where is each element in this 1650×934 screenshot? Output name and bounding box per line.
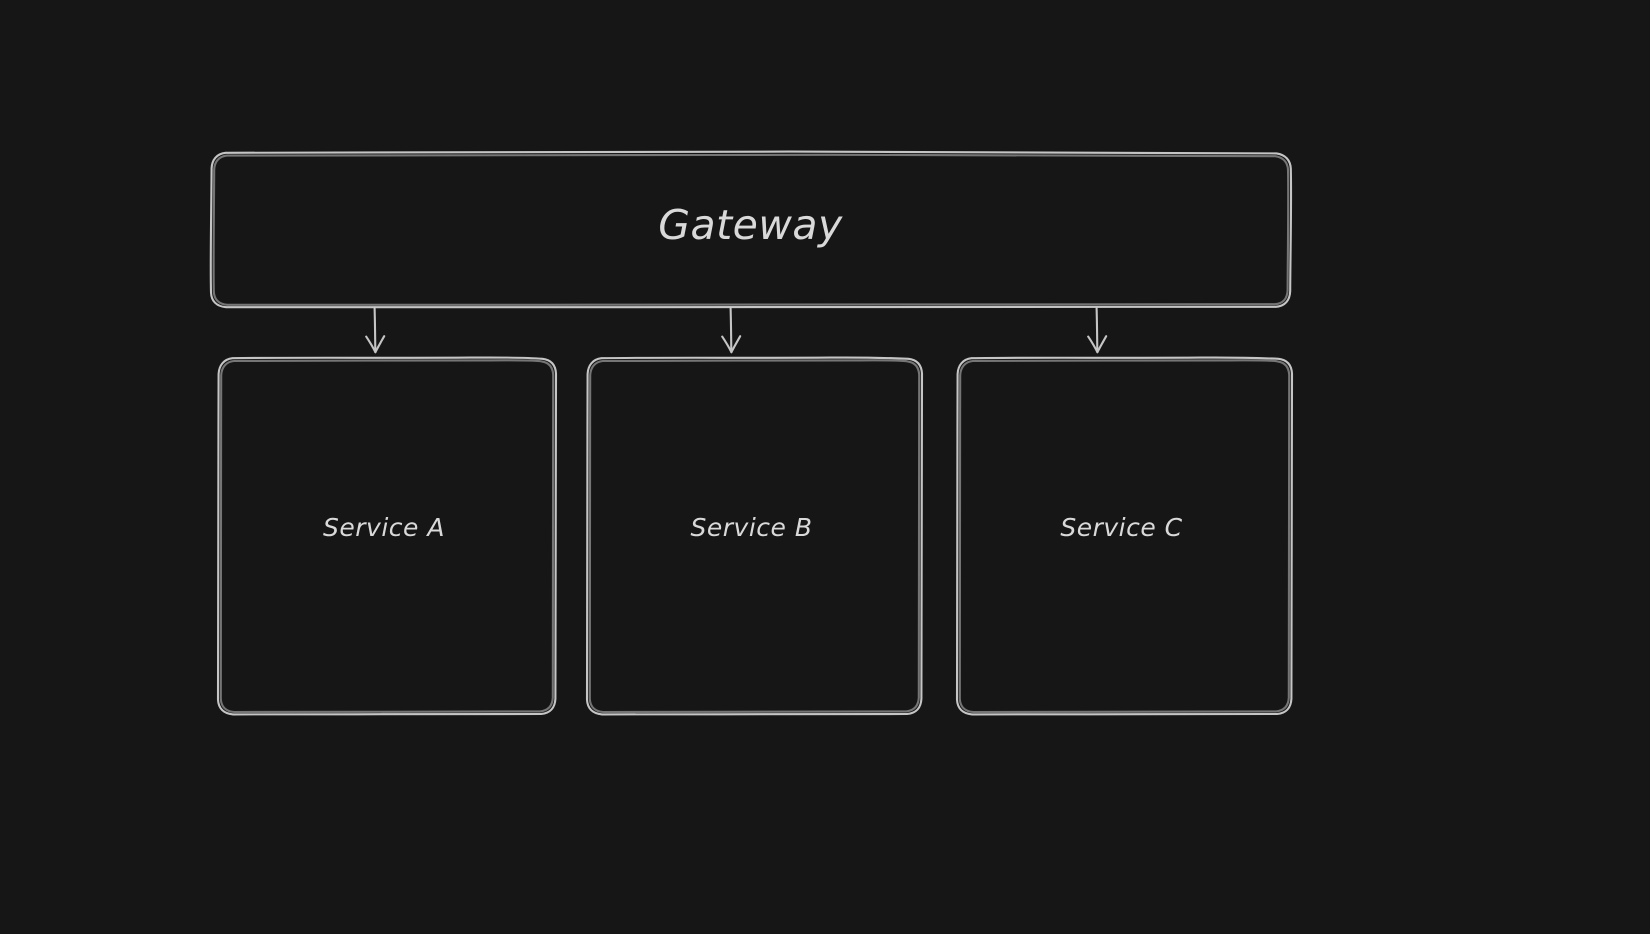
node-gateway-shape[interactable] [209, 150, 1293, 309]
node-service-b-shape[interactable] [585, 356, 924, 716]
node-service-c-shape[interactable] [955, 356, 1294, 716]
edge-gateway-service-a[interactable] [365, 307, 386, 354]
node-service-a-shape[interactable] [216, 356, 558, 716]
edge-gateway-service-c[interactable] [1087, 307, 1108, 354]
edge-gateway-service-b[interactable] [721, 307, 742, 354]
